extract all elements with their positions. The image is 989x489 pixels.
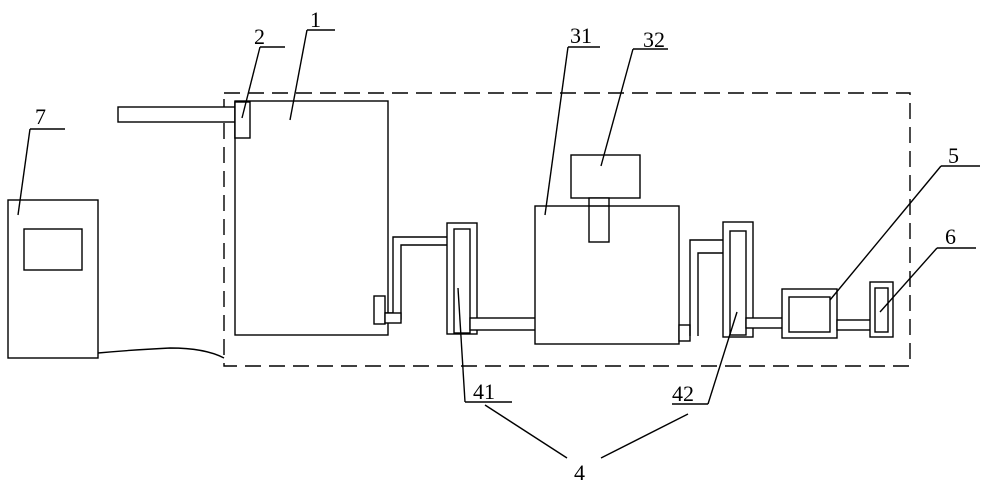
pipe-41-to-31 (469, 317, 537, 331)
inlet-pipe (117, 106, 237, 123)
control-cabinet-7 (7, 199, 99, 359)
tank-outlet-valve (373, 295, 386, 325)
label-1: 1 (310, 7, 321, 32)
label-41: 41 (473, 379, 495, 404)
motor-shaft (588, 197, 610, 243)
pipe-31-to-42-b (697, 252, 728, 336)
leader-lines (17, 29, 980, 459)
label-2: 2 (254, 24, 265, 49)
control-cable (97, 347, 225, 359)
label-32: 32 (643, 27, 665, 52)
pipe-joint (384, 312, 402, 324)
reactor-outlet-valve (678, 324, 691, 342)
label-4: 4 (574, 460, 585, 485)
filter-41 (446, 222, 478, 335)
pipe-tank-to-41-a (385, 244, 450, 320)
inlet-valve-2-overlay (234, 101, 251, 139)
label-7: 7 (35, 104, 46, 129)
label-5: 5 (948, 143, 959, 168)
cabinet-screen (23, 228, 83, 271)
unit-5 (781, 288, 838, 339)
label-42: 42 (672, 381, 694, 406)
label-6: 6 (945, 224, 956, 249)
pipe-tank-to-41-b (385, 236, 450, 314)
label-31: 31 (570, 23, 592, 48)
motor-32 (570, 154, 641, 199)
pipe-42-to-5 (745, 317, 784, 329)
pipe-5-to-6 (836, 319, 874, 331)
filter-42 (722, 221, 754, 338)
pipe-31-to-42-a (689, 239, 728, 336)
tank-1 (234, 100, 389, 336)
dashed-enclosure (223, 92, 911, 367)
